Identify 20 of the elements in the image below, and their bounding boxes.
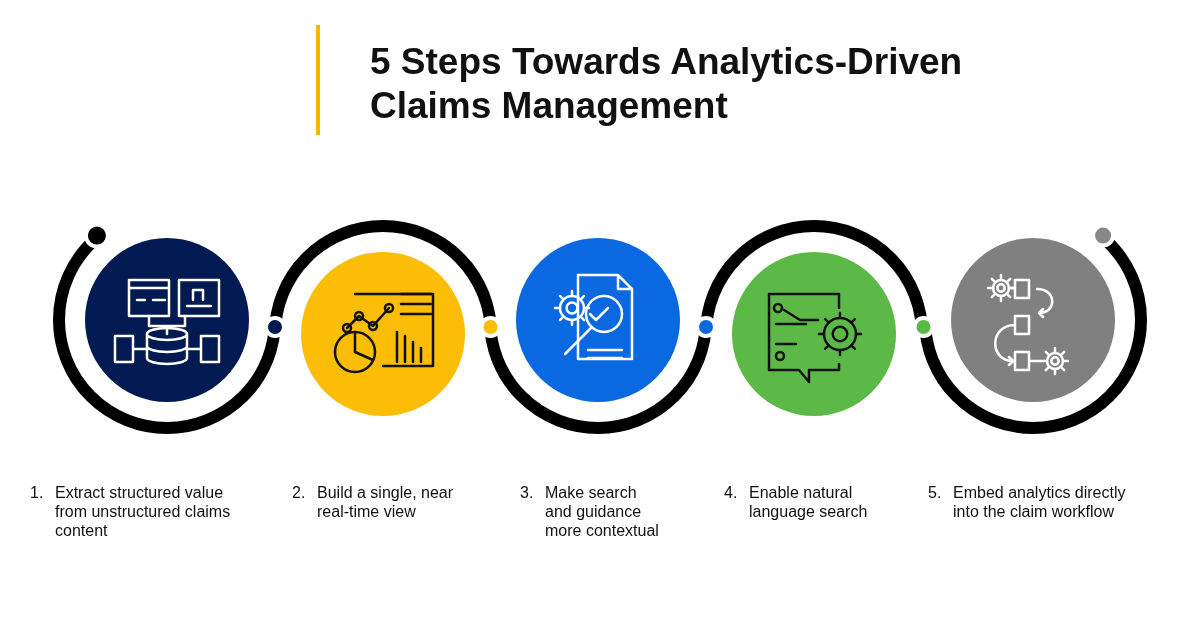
- connector-line: [813, 220, 1034, 434]
- step-circle: [732, 252, 896, 416]
- step-text: Extract structured value from unstructured claims content: [55, 483, 232, 540]
- step-text: Build a single, near real-time view: [317, 483, 455, 521]
- connector-line: [166, 220, 384, 434]
- connector-line: [382, 220, 599, 434]
- connector-line: [597, 220, 815, 434]
- step-circle: [301, 252, 465, 416]
- step-number: 2.: [292, 483, 306, 502]
- title: 5 Steps Towards Analytics-Driven Claims Management: [370, 40, 964, 128]
- step-circle: [85, 238, 249, 402]
- step-text: Embed analytics directly into the claim workflow: [953, 483, 1127, 521]
- step-circle: [516, 238, 680, 402]
- step-text: Enable natural language search: [749, 483, 869, 521]
- step-number: 4.: [724, 483, 738, 502]
- step-number: 3.: [520, 483, 534, 502]
- step-text: Make search and guidance more contextual: [545, 483, 660, 540]
- step-number: 1.: [30, 483, 44, 502]
- step-number: 5.: [928, 483, 942, 502]
- step-circle: [951, 238, 1115, 402]
